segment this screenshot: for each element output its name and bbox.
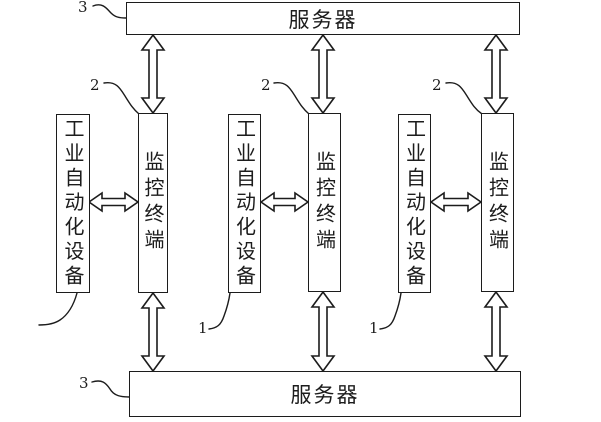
equipment-label-3: 工业自动化设备 [402, 117, 427, 290]
arrow-terminal-server-2 [310, 290, 336, 373]
ref-numeral-terminal-3: 2 [432, 76, 442, 94]
leader-ref2-1 [103, 81, 140, 115]
terminal-box-2: 监控终端 [308, 113, 341, 292]
leader-ref2-3 [445, 81, 483, 115]
leader-ref2-2 [273, 81, 310, 115]
ref-numeral-equipment-3: 1 [369, 319, 379, 337]
server-top-box: 服务器 [126, 2, 520, 35]
server-bottom-label: 服务器 [290, 383, 360, 407]
equipment-box-1: 工业自动化设备 [56, 114, 90, 293]
server-bottom-box: 服务器 [129, 371, 521, 417]
terminal-label-2: 监控终端 [312, 150, 337, 255]
leader-ref1-3 [379, 292, 402, 330]
arrow-terminal-server-3 [483, 290, 509, 373]
arrow-server-terminal-1 [140, 33, 166, 115]
arrow-server-terminal-3 [483, 33, 509, 115]
ref-numeral-terminal-2: 2 [261, 76, 271, 94]
arrow-terminal-server-1 [140, 291, 166, 373]
ref-numeral-server-bottom: 3 [79, 374, 89, 392]
terminal-label-1: 监控终端 [141, 151, 165, 255]
equipment-box-2: 工业自动化设备 [228, 114, 261, 293]
arrow-equipment-terminal-1 [87, 191, 140, 213]
server-top-label: 服务器 [288, 7, 358, 32]
leader-ref3-bottom [91, 380, 131, 398]
leader-ref1-2 [208, 292, 231, 330]
equipment-label-2: 工业自动化设备 [232, 117, 257, 290]
equipment-label-1: 工业自动化设备 [61, 117, 85, 290]
terminal-label-3: 监控终端 [485, 150, 510, 255]
arrow-equipment-terminal-2 [259, 191, 310, 213]
leader-equipment-1 [38, 292, 78, 326]
arrow-server-terminal-2 [310, 33, 336, 115]
terminal-box-3: 监控终端 [481, 113, 514, 292]
terminal-box-1: 监控终端 [138, 113, 168, 293]
arrow-equipment-terminal-3 [429, 191, 483, 213]
ref-numeral-equipment-2: 1 [198, 319, 208, 337]
equipment-box-3: 工业自动化设备 [398, 114, 431, 293]
leader-ref3-top [92, 4, 127, 19]
ref-numeral-terminal-1: 2 [90, 76, 100, 94]
ref-numeral-server-top: 3 [78, 0, 88, 16]
